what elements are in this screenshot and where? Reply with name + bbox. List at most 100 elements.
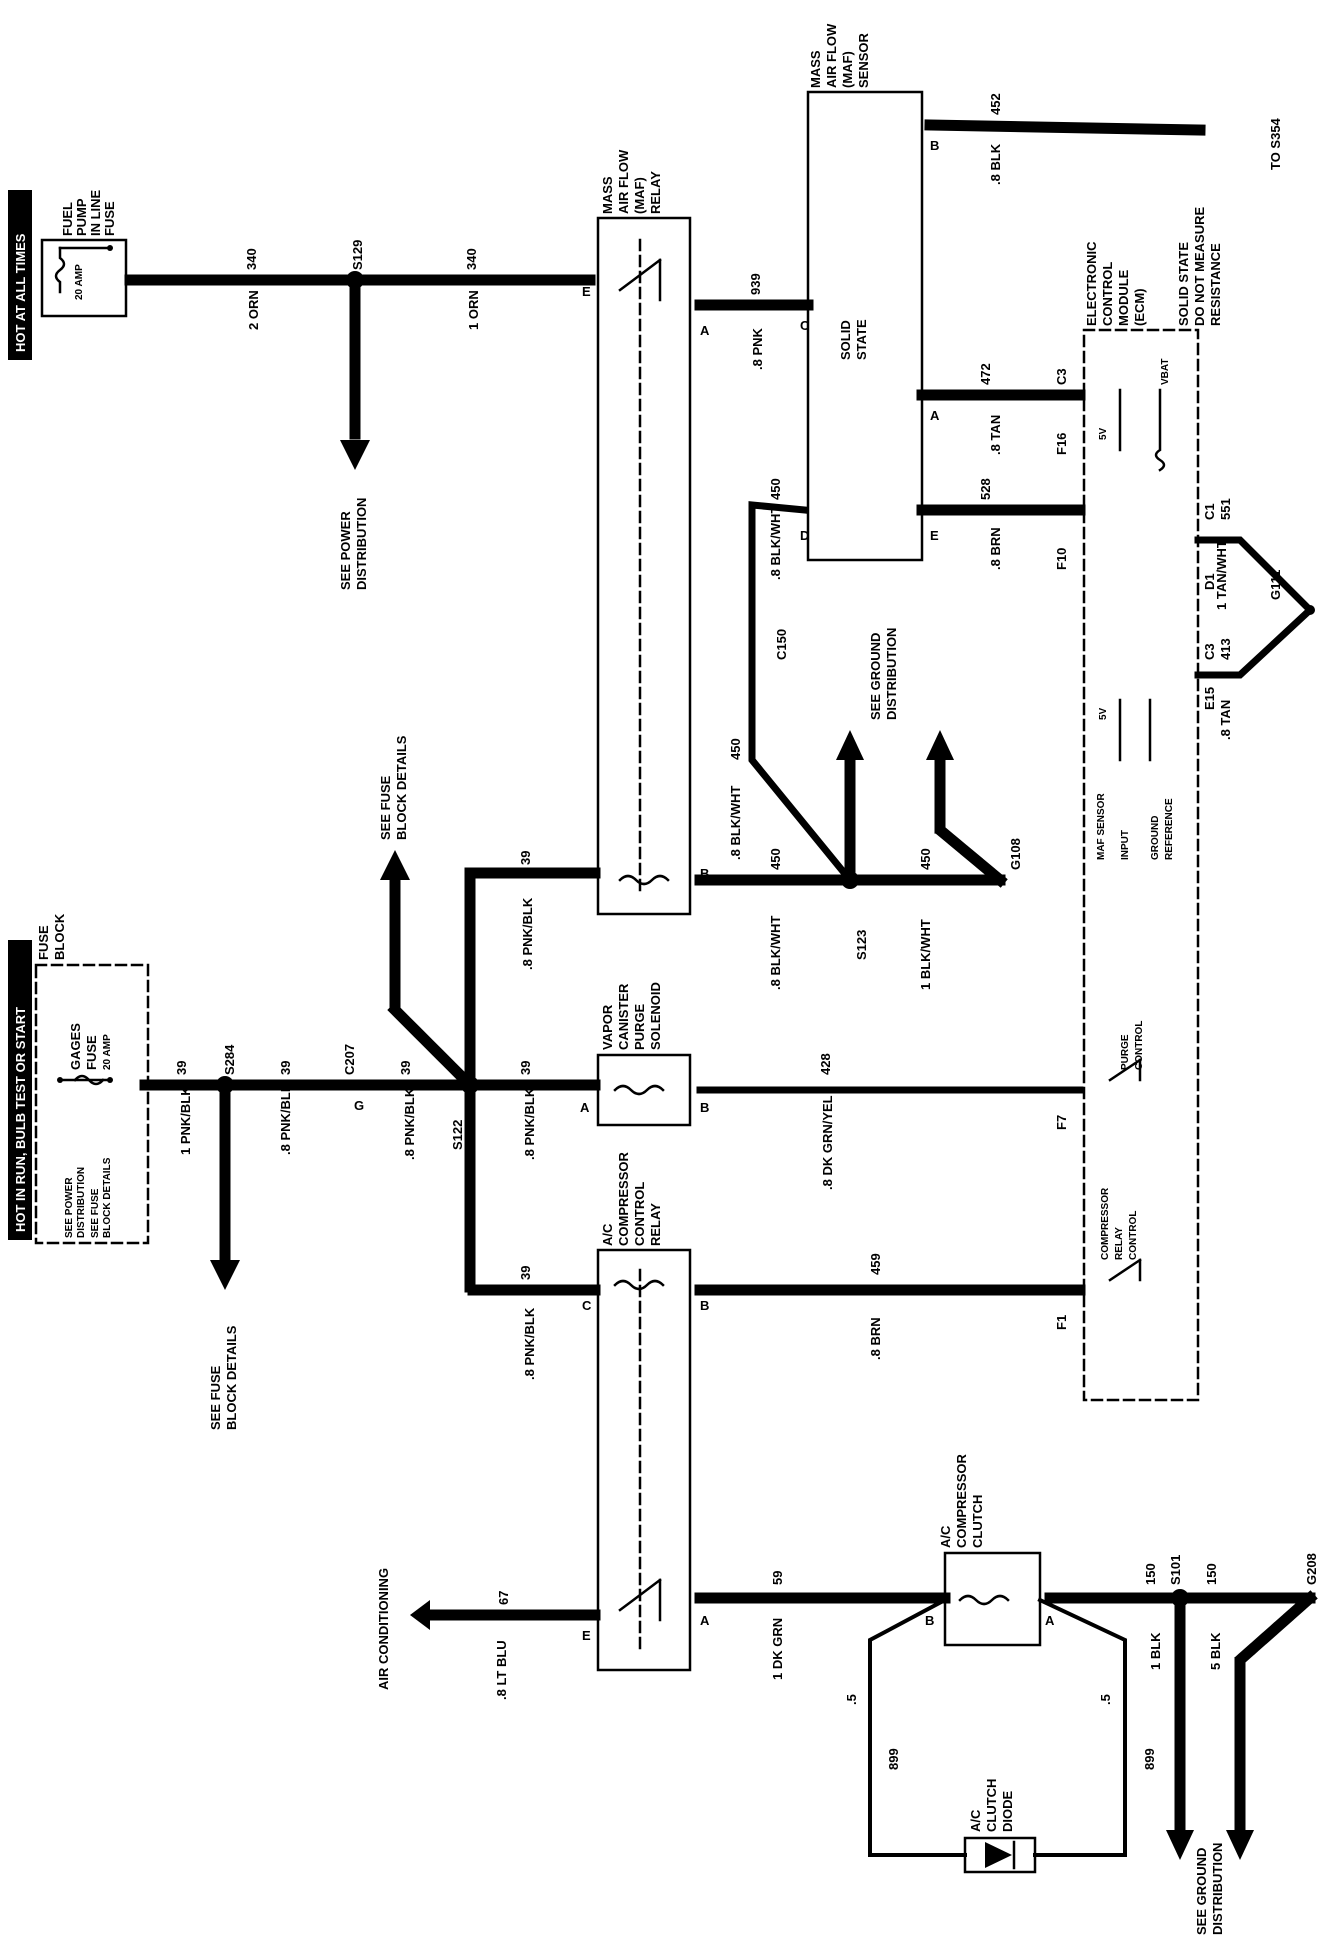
- fuel-pump-fuse: 20 AMP FUEL PUMP IN LINE FUSE: [40, 189, 128, 318]
- circuit-39: S284 SEE FUSE BLOCK DETAILS 39 1 PNK/BLK…: [139, 735, 601, 1430]
- circuit-59: 59 1 DK GRN: [694, 1571, 951, 1680]
- svg-text:FUSE: FUSE: [36, 925, 51, 960]
- svg-text:.8 TAN: .8 TAN: [988, 415, 1003, 455]
- circuit-452: 452 .8 BLK TO S354: [924, 93, 1283, 185]
- svg-text:D: D: [800, 528, 809, 543]
- svg-text:ELECTRONIC: ELECTRONIC: [1084, 241, 1099, 326]
- svg-text:MASS: MASS: [600, 176, 615, 214]
- svg-text:59: 59: [770, 1571, 785, 1585]
- circuit-150: S101 150 1 BLK 150 5 BLK G208 SEE GROUND…: [1044, 1553, 1319, 1935]
- svg-text:BLOCK DETAILS: BLOCK DETAILS: [102, 1157, 113, 1238]
- svg-text:COMPRESSOR: COMPRESSOR: [1100, 1187, 1111, 1260]
- svg-text:CONTROL: CONTROL: [1128, 1211, 1139, 1260]
- svg-text:F7: F7: [1054, 1115, 1069, 1130]
- svg-text:FUSE: FUSE: [102, 201, 117, 236]
- svg-text:BLOCK DETAILS: BLOCK DETAILS: [394, 735, 409, 840]
- svg-text:A: A: [700, 323, 710, 338]
- svg-text:DO NOT MEASURE: DO NOT MEASURE: [1192, 207, 1207, 327]
- svg-text:.8 BRN: .8 BRN: [988, 527, 1003, 570]
- svg-text:SEE FUSE: SEE FUSE: [378, 775, 393, 840]
- svg-text:C3: C3: [1202, 643, 1217, 660]
- svg-text:.8 DK GRN/YEL: .8 DK GRN/YEL: [820, 1095, 835, 1190]
- svg-text:RELAY: RELAY: [648, 171, 663, 214]
- svg-text:450: 450: [768, 848, 783, 870]
- svg-text:1 ORN: 1 ORN: [466, 290, 481, 330]
- ac-control-relay: A/C COMPRESSOR CONTROL RELAY C B E A: [582, 1151, 710, 1672]
- svg-text:B: B: [930, 138, 939, 153]
- ac-clutch-diode: A/C CLUTCH DIODE: [963, 1779, 1037, 1874]
- svg-text:1 DK GRN: 1 DK GRN: [770, 1618, 785, 1680]
- svg-text:SENSOR: SENSOR: [856, 32, 871, 88]
- svg-text:DISTRIBUTION: DISTRIBUTION: [354, 498, 369, 590]
- svg-text:S101: S101: [1168, 1555, 1183, 1585]
- svg-text:.8 BLK/WHT: .8 BLK/WHT: [728, 786, 743, 860]
- svg-text:F1: F1: [1054, 1315, 1069, 1330]
- svg-text:1 TAN/WHT: 1 TAN/WHT: [1214, 540, 1229, 610]
- svg-text:B: B: [925, 1613, 934, 1628]
- svg-text:GROUND: GROUND: [1150, 816, 1161, 860]
- svg-text:C150: C150: [774, 629, 789, 660]
- svg-text:.8 BLK/WHT: .8 BLK/WHT: [768, 506, 783, 580]
- svg-text:459: 459: [868, 1253, 883, 1275]
- maf-sensor: MASS AIR FLOW (MAF) SENSOR SOLID STATE B…: [800, 23, 940, 562]
- svg-text:551: 551: [1218, 498, 1233, 520]
- svg-text:899: 899: [1142, 1748, 1157, 1770]
- svg-text:20 AMP: 20 AMP: [102, 1034, 113, 1070]
- svg-text:340: 340: [464, 248, 479, 270]
- circuit-67: AIR CONDITIONING 67 .8 LT BLU: [376, 1568, 601, 1700]
- svg-text:939: 939: [748, 273, 763, 295]
- svg-text:SOLID: SOLID: [838, 320, 853, 360]
- svg-text:39: 39: [518, 851, 533, 865]
- svg-text:D1: D1: [1202, 573, 1217, 590]
- svg-text:450: 450: [728, 738, 743, 760]
- circuit-472-528: 472 .8 TAN C3 F16 528 .8 BRN F10: [916, 363, 1086, 570]
- svg-text:.8 PNK/BLK: .8 PNK/BLK: [520, 897, 535, 970]
- svg-text:AIR FLOW: AIR FLOW: [824, 23, 839, 88]
- svg-text:A: A: [150, 273, 160, 288]
- vapor-canister-solenoid: VAPOR CANISTER PURGE SOLENOID A B: [580, 982, 709, 1127]
- svg-text:GAGES: GAGES: [68, 1023, 83, 1070]
- svg-text:528: 528: [978, 478, 993, 500]
- circuit-428: 428 .8 DK GRN/YEL F7: [696, 1053, 1084, 1190]
- svg-text:MASS: MASS: [808, 50, 823, 88]
- svg-text:MAF SENSOR: MAF SENSOR: [1096, 793, 1107, 860]
- svg-text:.8 BLK/WHT: .8 BLK/WHT: [768, 916, 783, 990]
- svg-text:39: 39: [278, 1061, 293, 1075]
- svg-text:TO S354: TO S354: [1268, 117, 1283, 170]
- svg-text:A/C: A/C: [938, 1525, 953, 1548]
- svg-text:.8 TAN: .8 TAN: [1218, 700, 1233, 740]
- svg-text:SEE POWER: SEE POWER: [64, 1177, 75, 1238]
- svg-text:472: 472: [978, 363, 993, 385]
- svg-text:150: 150: [1143, 1563, 1158, 1585]
- svg-text:C3: C3: [1054, 368, 1069, 385]
- svg-text:.8 PNK/BLK: .8 PNK/BLK: [522, 1087, 537, 1160]
- svg-text:S122: S122: [450, 1120, 465, 1150]
- svg-text:AIR CONDITIONING: AIR CONDITIONING: [376, 1568, 391, 1690]
- svg-text:MODULE: MODULE: [1116, 269, 1131, 326]
- svg-text:PURGE: PURGE: [1120, 1034, 1131, 1070]
- svg-text:150: 150: [1204, 1563, 1219, 1585]
- svg-text:A/C: A/C: [968, 1809, 983, 1832]
- svg-text:B: B: [700, 1100, 709, 1115]
- svg-text:CONTROL: CONTROL: [632, 1182, 647, 1246]
- svg-text:DISTRIBUTION: DISTRIBUTION: [76, 1167, 87, 1238]
- svg-text:39: 39: [174, 1061, 189, 1075]
- svg-text:.8 BLK: .8 BLK: [988, 143, 1003, 185]
- svg-text:1 BLK: 1 BLK: [1148, 1632, 1163, 1670]
- svg-text:39: 39: [518, 1266, 533, 1280]
- svg-text:(MAF): (MAF): [840, 51, 855, 88]
- svg-text:FUEL: FUEL: [60, 202, 75, 236]
- svg-text:428: 428: [818, 1053, 833, 1075]
- svg-text:.5: .5: [844, 1694, 859, 1705]
- svg-text:SOLID STATE: SOLID STATE: [1176, 242, 1191, 326]
- svg-text:SEE GROUND: SEE GROUND: [868, 633, 883, 720]
- circuit-551-413: G111 551 1 TAN/WHT C1 D1 413 .8 TAN C3 E…: [1194, 498, 1316, 740]
- svg-text:COMPRESSOR: COMPRESSOR: [954, 1453, 969, 1548]
- svg-text:E: E: [930, 528, 939, 543]
- svg-text:C1: C1: [1202, 503, 1217, 520]
- svg-text:A/C: A/C: [600, 1223, 615, 1246]
- svg-text:A: A: [930, 408, 940, 423]
- circuit-899: .5 899 .5 899: [844, 1597, 1157, 1857]
- svg-text:RELAY: RELAY: [1114, 1227, 1125, 1260]
